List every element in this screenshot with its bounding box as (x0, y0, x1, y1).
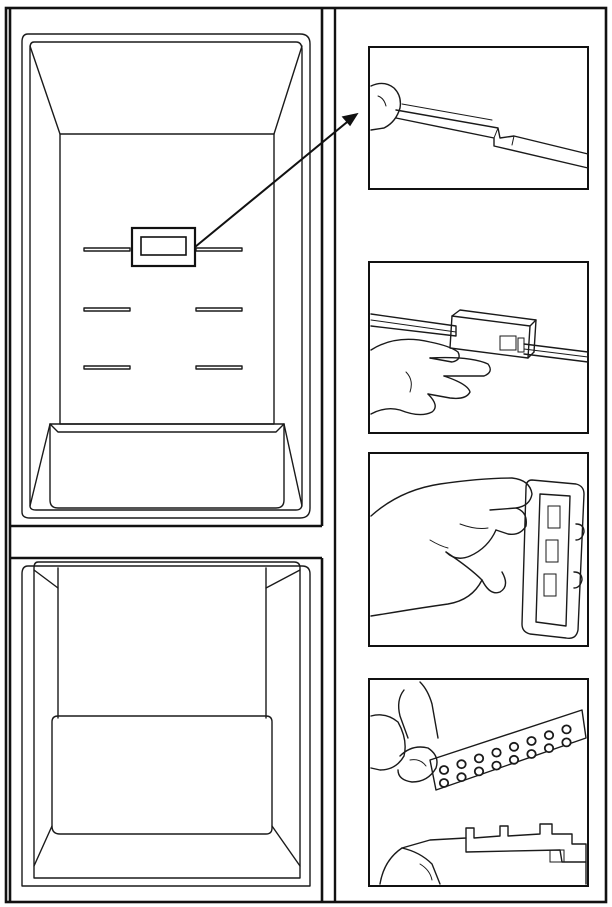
filter-hole (456, 759, 467, 770)
fridge-lower-compartment (21, 558, 324, 902)
filter-hole (491, 760, 502, 771)
step-2-panel (368, 261, 589, 434)
filter-hole (561, 724, 572, 735)
filter-hole (526, 736, 537, 746)
filter-hole (438, 778, 450, 788)
filter-hole (543, 730, 555, 741)
step-4-panel (368, 678, 589, 887)
filter-hole (438, 765, 450, 775)
fridge-upper-compartment (8, 8, 324, 902)
callout-arrow (194, 112, 359, 248)
step-3-panel (368, 452, 589, 647)
filter-hole (508, 741, 520, 752)
filter-hole (491, 747, 502, 758)
step-1-panel (368, 46, 589, 190)
filter-hole (473, 753, 485, 764)
filter-hole (508, 754, 520, 765)
filter-holes (438, 724, 572, 788)
filter-hole (543, 743, 555, 754)
filter-hole (526, 749, 537, 759)
odor-filter-strip (429, 709, 587, 791)
filter-hole (561, 737, 572, 748)
filter-hole (456, 772, 467, 783)
filter-hole (473, 766, 485, 777)
